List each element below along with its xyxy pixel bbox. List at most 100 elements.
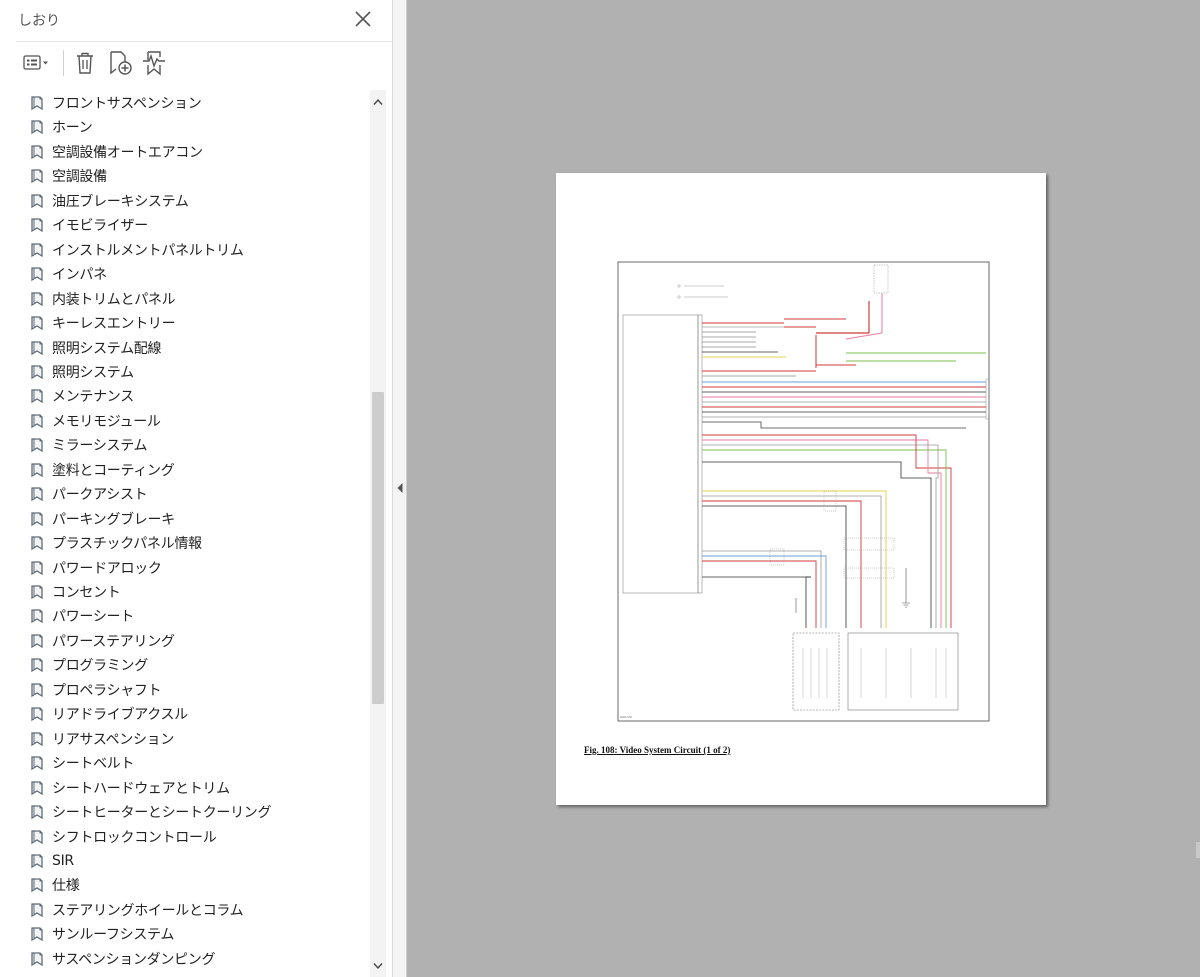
bookmark-label: パワーステアリング — [52, 633, 175, 650]
bookmark-icon — [31, 169, 43, 184]
bookmark-label: プロペラシャフト — [52, 682, 162, 699]
bookmark-item[interactable]: パークアシスト — [28, 482, 148, 506]
new-bookmark-button[interactable] — [104, 46, 136, 80]
bookmark-item[interactable]: 空調設備オートエアコン — [28, 140, 203, 164]
bookmark-icon — [31, 194, 43, 208]
bookmark-item[interactable]: リアサスペンション — [28, 727, 174, 751]
bookmark-icon — [31, 120, 43, 135]
bookmark-item[interactable]: 内装トリムとパネル — [28, 287, 176, 311]
panel-splitter[interactable] — [393, 0, 407, 977]
bookmark-icon — [31, 438, 43, 453]
bookmark-icon — [31, 511, 43, 526]
bookmark-label: ミラーシステム — [52, 438, 148, 455]
bookmark-item[interactable]: プログラミング — [28, 653, 148, 677]
bookmark-item[interactable]: 油圧ブレーキシステム — [28, 189, 189, 213]
bookmark-label: 空調設備オートエアコン — [52, 144, 203, 161]
bookmark-item[interactable]: フロントサスペンション — [28, 91, 202, 115]
toolbar-separator — [63, 50, 64, 76]
bookmark-label: 空調設備 — [52, 169, 107, 186]
collapse-panel-icon[interactable] — [396, 482, 404, 494]
viewer-edge-handle[interactable] — [1196, 842, 1200, 858]
bookmark-icon — [31, 463, 43, 477]
bookmark-item[interactable]: パワーシート — [28, 604, 134, 628]
bookmark-item[interactable]: ミラーシステム — [28, 433, 148, 457]
bookmark-icon — [31, 903, 43, 917]
bookmark-list: フロントサスペンションホーン空調設備オートエアコン空調設備油圧ブレーキシステムイ… — [0, 90, 370, 977]
bookmark-icon — [31, 414, 43, 428]
delete-bookmark-button[interactable] — [70, 46, 100, 80]
bookmark-icon — [31, 536, 43, 551]
header-divider — [16, 41, 393, 42]
bookmark-icon — [31, 854, 43, 869]
bookmark-scrollbar[interactable] — [370, 90, 386, 977]
bookmark-icon — [31, 707, 43, 722]
bookmark-item[interactable]: パワードアロック — [28, 556, 162, 580]
bookmark-label: キーレスエントリー — [52, 316, 176, 333]
bookmark-label: インストルメントパネルトリム — [52, 242, 244, 259]
figure-id: G00720 — [620, 715, 632, 719]
bookmark-item[interactable]: メンテナンス — [28, 384, 134, 408]
bookmark-icon — [31, 805, 43, 820]
bookmark-item[interactable]: プラスチックパネル情報 — [28, 531, 202, 555]
bookmark-toolbar — [0, 46, 393, 82]
bookmark-item[interactable]: シートベルト — [28, 751, 135, 775]
bookmark-label: サンルーフシステム — [52, 927, 175, 944]
bookmark-item[interactable]: 空調設備 — [28, 164, 107, 188]
document-page: G00720 Fig. 108: Video System Circuit (1… — [556, 173, 1046, 805]
scrollbar-thumb[interactable] — [372, 392, 384, 704]
bookmark-label: ホーン — [52, 120, 93, 137]
bookmark-item[interactable]: シフトロックコントロール — [28, 825, 217, 849]
bookmark-label: パワードアロック — [52, 560, 162, 577]
bookmark-item[interactable]: ステアリングホイールとコラム — [28, 898, 244, 922]
close-icon — [355, 11, 371, 27]
document-viewer[interactable]: G00720 Fig. 108: Video System Circuit (1… — [407, 0, 1200, 977]
bookmark-item[interactable]: プロペラシャフト — [28, 678, 162, 702]
bookmark-icon — [31, 389, 43, 404]
bookmark-label: リアサスペンション — [52, 731, 175, 748]
bookmark-item[interactable]: サスペンションダンピング — [28, 947, 215, 971]
bookmark-item[interactable]: メモリモジュール — [28, 409, 161, 433]
bookmark-label: パークアシスト — [52, 487, 148, 504]
bookmark-item[interactable]: イモビライザー — [28, 213, 148, 237]
bookmark-label: シートベルト — [52, 756, 135, 773]
scroll-down-button[interactable] — [372, 960, 384, 972]
bookmark-label: SIR — [52, 852, 74, 869]
bookmark-label: パーキングブレーキ — [52, 511, 175, 528]
bookmark-item[interactable]: リアドライブアクスル — [28, 702, 188, 726]
bookmark-item[interactable]: SIR — [28, 849, 74, 873]
options-menu-button[interactable] — [18, 46, 54, 80]
bookmark-icon — [31, 365, 43, 380]
bookmark-item[interactable]: キーレスエントリー — [28, 311, 176, 335]
bookmark-item[interactable]: インストルメントパネルトリム — [28, 238, 244, 262]
find-current-bookmark-button[interactable] — [138, 46, 170, 80]
bookmark-icon — [31, 634, 43, 649]
bookmark-icon — [31, 756, 43, 771]
bookmark-label: パワーシート — [52, 609, 134, 626]
bookmark-icon — [31, 952, 43, 966]
bookmark-label: サスペンションダンピング — [52, 951, 216, 968]
bookmark-item[interactable]: 塗料とコーティング — [28, 458, 175, 482]
bookmark-item[interactable]: シートハードウェアとトリム — [28, 776, 230, 800]
bookmark-label: メンテナンス — [52, 389, 134, 406]
close-panel-button[interactable] — [350, 6, 376, 32]
bookmark-label: シートヒーターとシートクーリング — [52, 805, 272, 822]
bookmark-item[interactable]: パーキングブレーキ — [28, 507, 175, 531]
chevron-down-icon — [373, 963, 383, 970]
bookmark-item[interactable]: ホーン — [28, 115, 93, 139]
bookmark-label: コンセント — [52, 585, 121, 601]
bookmark-item[interactable]: 照明システム配線 — [28, 336, 161, 360]
bookmark-item[interactable]: パワーステアリング — [28, 629, 175, 653]
bookmark-item[interactable]: 仕様 — [28, 873, 80, 897]
panel-header: しおり — [0, 0, 393, 40]
bookmark-item[interactable]: シートヒーターとシートクーリング — [28, 800, 272, 824]
bookmark-item[interactable]: サンルーフシステム — [28, 922, 174, 946]
bookmark-label: プログラミング — [52, 658, 148, 675]
bookmark-icon — [31, 780, 43, 795]
bookmark-item[interactable]: コンセント — [28, 580, 121, 604]
scroll-up-button[interactable] — [372, 96, 384, 108]
bookmark-item[interactable]: インパネ — [28, 262, 107, 286]
panel-title: しおり — [18, 13, 60, 29]
bookmark-label: プラスチックパネル情報 — [52, 536, 202, 553]
bookmark-item[interactable]: 照明システム — [28, 360, 134, 384]
bookmark-label: イモビライザー — [52, 218, 148, 235]
